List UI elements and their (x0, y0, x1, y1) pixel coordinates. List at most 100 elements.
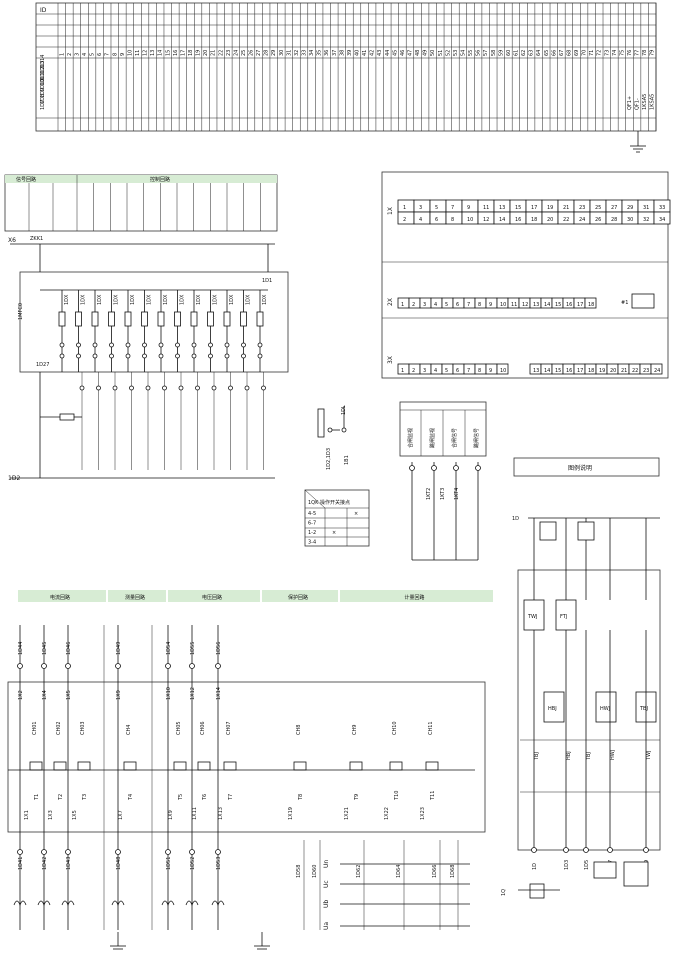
row-label: 1D10 (40, 79, 46, 92)
label-top-right: 1D1 (262, 278, 272, 284)
transformer-icon (293, 761, 307, 771)
col-number: 75 (619, 50, 625, 56)
ct-bottom-label: 1X11 (192, 807, 198, 820)
col-number: 21 (211, 50, 217, 56)
cell-number: 2 (412, 302, 415, 308)
box-label: 1MFC0 (18, 303, 24, 320)
terminal-icon (195, 385, 200, 391)
cell-number: 19 (599, 368, 605, 374)
relay-coil-icon (157, 311, 165, 327)
label-top-left: X6 (8, 237, 16, 244)
ct-name: CH9 (352, 725, 358, 735)
cell-number: 17 (577, 368, 583, 374)
coil-icon (185, 900, 199, 907)
switch-table: 1QK 操作开关接点 4-5×6-71-2×3-4 (304, 489, 370, 547)
voltage-terminal: 1D62 (356, 865, 362, 878)
contact-icon (59, 353, 65, 359)
col-number: 63 (529, 50, 535, 56)
cell-number: 7 (451, 205, 454, 211)
col-number: 76 (627, 50, 633, 56)
ct-name: CH05 (176, 721, 182, 735)
relay-label: 1DX (262, 294, 268, 305)
table-header-left: ID (40, 7, 47, 14)
t-label: T3 (82, 794, 88, 801)
contact-icon (224, 342, 230, 348)
relay-label: 1DX (180, 294, 186, 305)
contact-icon (109, 353, 114, 359)
col-number: 41 (362, 50, 368, 56)
col-number: 28 (264, 50, 270, 56)
contact-icon (241, 342, 246, 348)
ct-label: 1D44 (18, 642, 24, 655)
cell-number: 4 (419, 217, 422, 223)
panel-header: 跳闸监视 (429, 428, 436, 448)
col-number: 6 (97, 53, 103, 56)
contact-label: HWJ (610, 750, 616, 760)
right-panel: 1X 2X 3X #1 1234567891011121314151617181… (381, 171, 671, 379)
t-label: T2 (58, 794, 64, 801)
ct-top-label: 1X2 (18, 690, 24, 700)
terminal-icon (129, 385, 134, 391)
col-number: 1 (59, 53, 65, 56)
ct-bottom-label: 1X7 (118, 810, 124, 820)
col-number: 43 (377, 50, 383, 56)
ct-lower-label: 1D52 (190, 857, 196, 870)
label-top-wire: ZKK1 (30, 236, 43, 242)
col-number: 10 (127, 50, 133, 56)
ct-lower-label: 1D48 (116, 857, 122, 870)
br-label-top: 1D (512, 516, 519, 522)
terminal-icon (165, 849, 171, 855)
terminal-icon (165, 663, 171, 669)
contact-icon (125, 342, 131, 348)
voltage-terminal: 1D66 (432, 865, 438, 878)
switch-icon (529, 883, 545, 899)
ct-name: CH4 (126, 725, 132, 735)
rp-row2-label: 2X (387, 298, 394, 306)
t-label: T4 (128, 794, 134, 801)
right-label: 1KSA5 (642, 94, 648, 110)
terminal-icon (178, 385, 184, 391)
t-label: T7 (228, 794, 234, 801)
ct-label: 1D56 (216, 642, 222, 655)
cell-number: 21 (621, 368, 627, 374)
col-number: 26 (249, 50, 255, 56)
ct-lower-label: 1D41 (18, 857, 24, 870)
col-number: 68 (566, 50, 572, 56)
cell-number: 22 (632, 368, 638, 374)
cell-number: 3 (419, 205, 422, 211)
panel-label: 1KT2 (426, 488, 432, 500)
section-header-bg (108, 590, 166, 602)
cell-number: 11 (511, 302, 517, 308)
col-number: 65 (544, 50, 550, 56)
contact-icon (208, 353, 213, 359)
cell-number: 3 (423, 302, 426, 308)
col-number: 40 (355, 50, 361, 56)
terminal-icon (261, 385, 266, 391)
relay-label: 1DX (163, 294, 169, 305)
contact-label: TBJ (534, 752, 540, 761)
label-mid-left: 1D27 (36, 362, 49, 368)
br-bottom-label: 1D (532, 863, 538, 870)
terminal-icon (115, 849, 121, 855)
col-number: 70 (582, 50, 588, 56)
ct-name: CH06 (200, 721, 206, 735)
switch-label-bot: 1D2,1D3 (326, 448, 332, 470)
col-number: 54 (460, 50, 466, 56)
section-header-bg (18, 590, 106, 602)
terminal-icon (583, 847, 589, 853)
right-label: 1KSA5 (650, 94, 656, 110)
t-label: T6 (202, 794, 208, 801)
br-bottom-label: 1D5 (584, 860, 590, 870)
cell-number: 6 (435, 217, 438, 223)
br-bottom-label: 1D3 (564, 860, 570, 870)
cell-number: 18 (588, 302, 594, 308)
voltage-terminal: 1D68 (450, 865, 456, 878)
ct-label: 1D46 (66, 642, 72, 655)
col-number: 14 (158, 50, 164, 56)
cell-number: 31 (643, 205, 649, 211)
ct-name: CH10 (392, 721, 398, 735)
coil-icon (37, 900, 51, 907)
cell-number: 27 (611, 205, 617, 211)
coil-icon (13, 900, 27, 907)
